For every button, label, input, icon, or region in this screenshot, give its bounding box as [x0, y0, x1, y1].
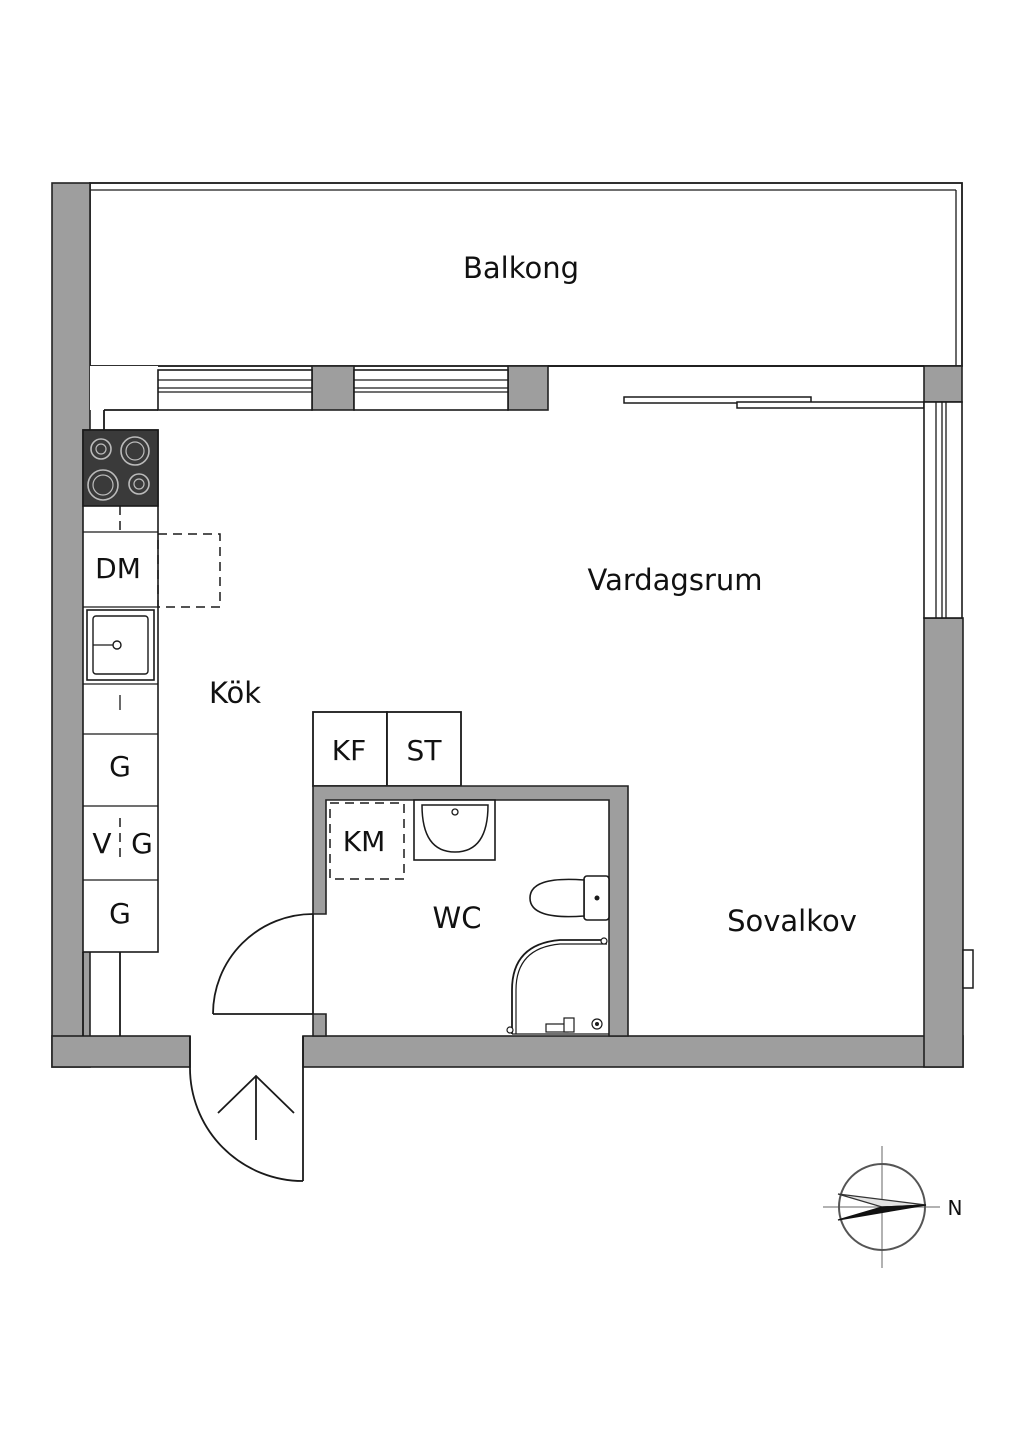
storage-box: ST	[386, 711, 462, 787]
window-right	[923, 401, 963, 619]
room-label-vardagsrum: Vardagsrum	[587, 563, 762, 597]
shower	[506, 937, 609, 1035]
balcony	[89, 182, 963, 367]
wc-walls	[312, 785, 629, 1037]
g-label-1: G	[109, 750, 131, 783]
compass-north-label: N	[948, 1196, 963, 1220]
dishwasher-outline	[157, 533, 221, 608]
g-label-2: G	[131, 827, 153, 860]
sliding-door	[623, 396, 925, 409]
room-label-balkong: Balkong	[463, 251, 579, 285]
kitchen-counter	[82, 429, 159, 1036]
room-label-wc: WC	[433, 901, 482, 935]
window-top-1	[157, 369, 313, 411]
kitchen-sink	[86, 609, 155, 681]
room-label-kok: Kök	[209, 676, 261, 710]
km-label: KM	[343, 825, 386, 858]
compass-icon: N	[823, 1146, 962, 1268]
entrance-door	[189, 1036, 304, 1182]
washing-machine-outline	[329, 802, 405, 880]
st-label: ST	[407, 734, 443, 767]
v-label: V	[92, 827, 111, 860]
entrance-arrow-icon	[217, 1074, 295, 1140]
wc-door	[212, 913, 314, 1015]
wc-sink	[413, 799, 496, 861]
g-label-3: G	[109, 897, 131, 930]
dm-label: DM	[95, 552, 141, 585]
exterior-walls	[51, 182, 974, 1068]
toilet	[529, 875, 610, 921]
fridge-box: KF	[312, 711, 388, 787]
kf-label: KF	[332, 734, 366, 767]
window-top-2	[353, 369, 509, 411]
room-label-sovalkov: Sovalkov	[727, 904, 857, 938]
stove	[82, 429, 159, 507]
